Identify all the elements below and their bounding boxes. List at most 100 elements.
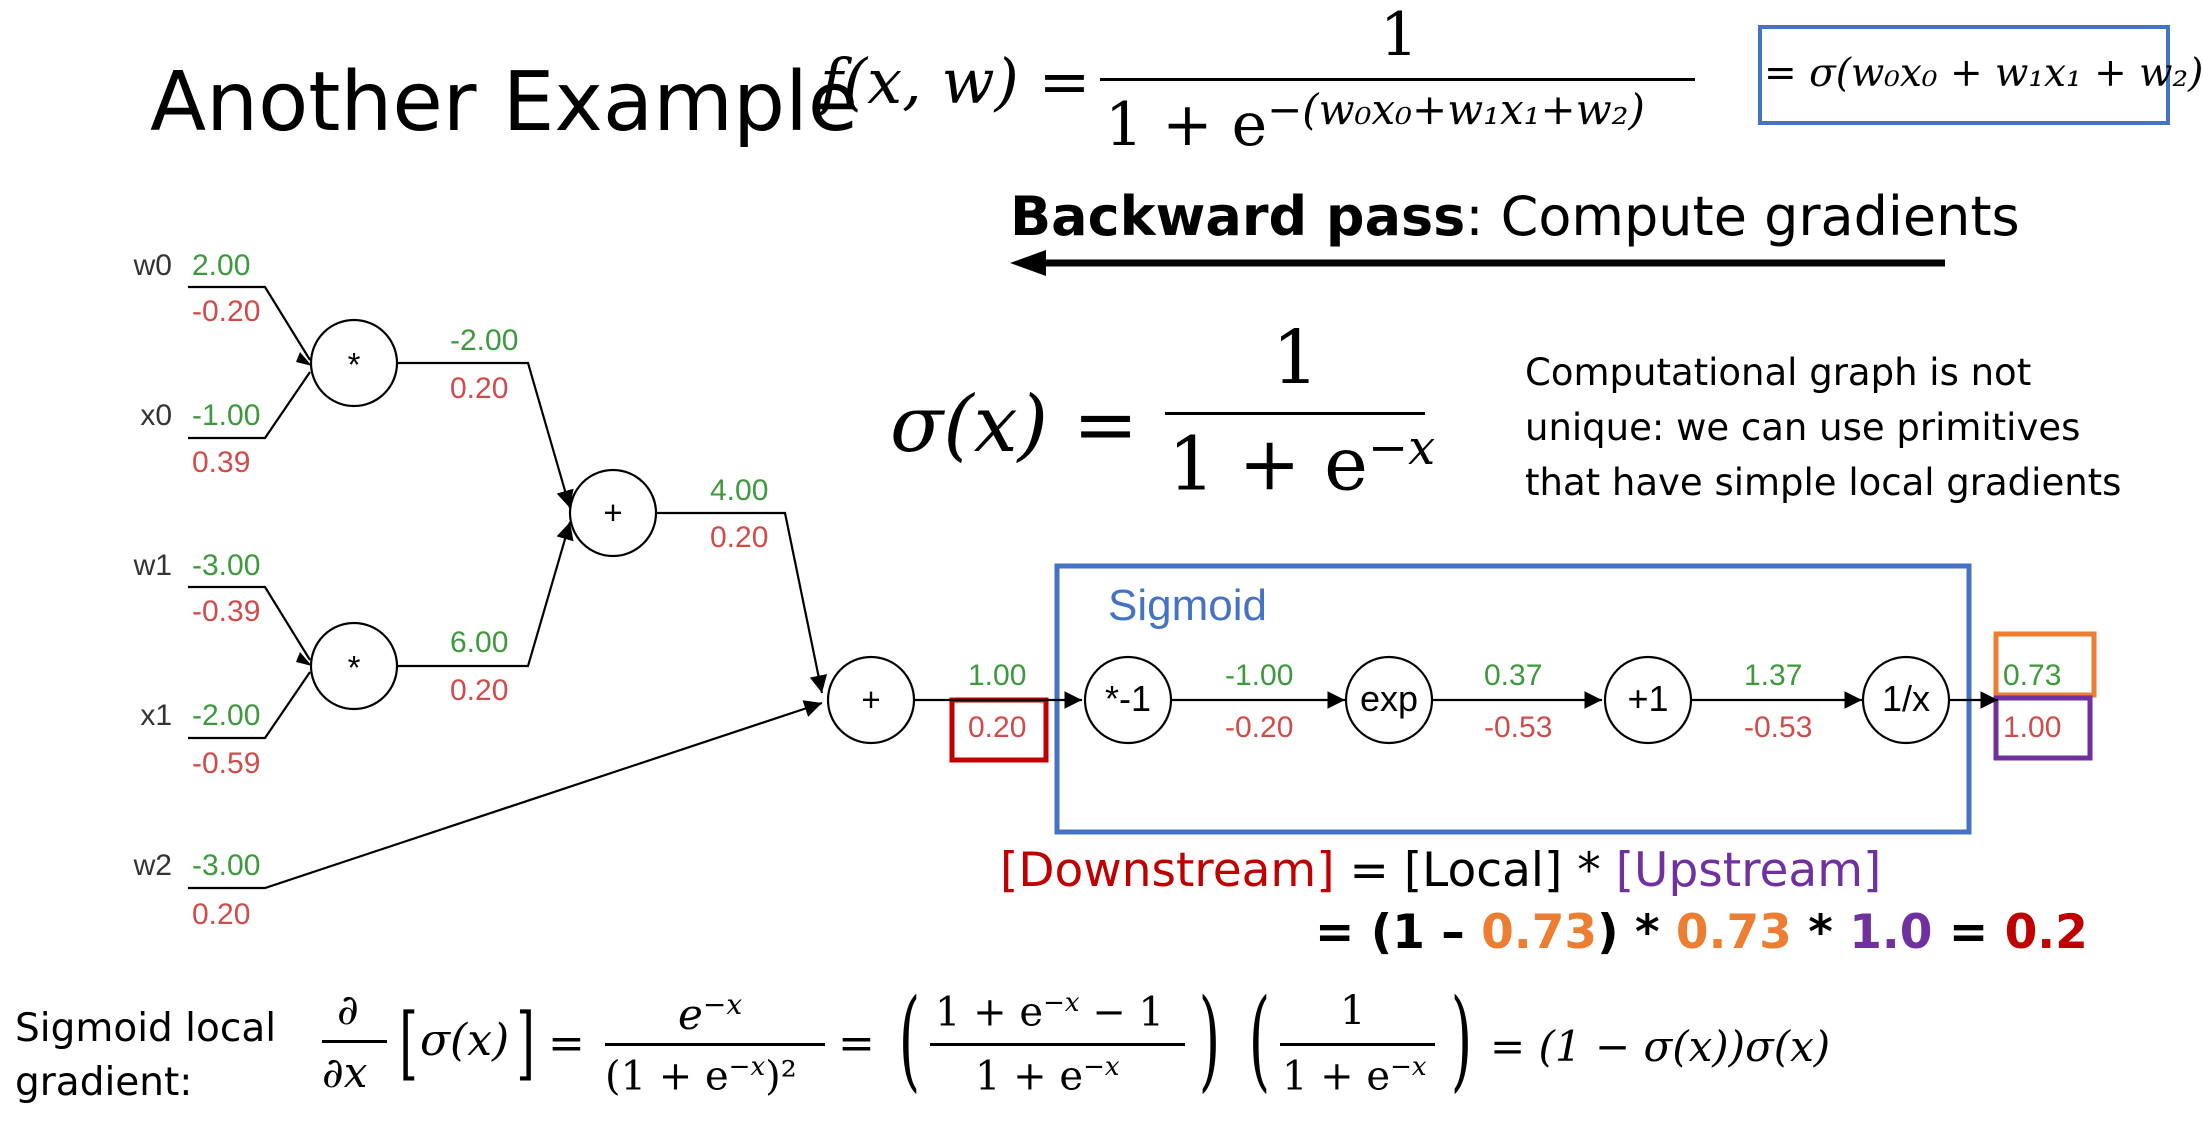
deriv-frac2-num-exp: −x bbox=[1043, 988, 1080, 1018]
input-grad-w0: -0.20 bbox=[192, 295, 260, 328]
chain-rule-line-2: = (1 – 0.73) * 0.73 * 1.0 = 0.2 bbox=[1315, 905, 2088, 960]
deriv-d-num: ∂ bbox=[337, 985, 359, 1034]
deriv-frac1-den-tail: )² bbox=[765, 1053, 797, 1100]
purple-highlight-box bbox=[1993, 695, 2093, 761]
deriv-frac2-den: 1 + e−x bbox=[975, 1052, 1120, 1099]
deriv-frac3-num: 1 bbox=[1340, 988, 1366, 1034]
note-line-1: Computational graph is not bbox=[1525, 351, 2032, 394]
backward-arrow-icon bbox=[1010, 250, 1945, 276]
node-mul1-label: * bbox=[348, 649, 361, 686]
slide-title: Another Example bbox=[150, 55, 859, 150]
node-mul1 bbox=[309, 621, 399, 711]
node-add1 bbox=[826, 655, 916, 745]
input-grad-w1: -0.39 bbox=[192, 595, 260, 628]
node-recip-label: 1/x bbox=[1882, 678, 1930, 719]
top-formula-denominator: 1 + e−(w₀x₀+w₁x₁+w₂) bbox=[1105, 85, 1645, 160]
deriv-frac2-num-tail: − 1 bbox=[1079, 989, 1164, 1036]
node-add0-label: + bbox=[603, 494, 622, 531]
deriv-frac2-den-base: 1 + e bbox=[975, 1053, 1084, 1100]
edge-value-neg: -1.00 bbox=[1225, 659, 1293, 692]
deriv-frac3-den-exp: −x bbox=[1390, 1052, 1427, 1082]
eq2-value-3: 1.0 bbox=[1849, 905, 1933, 960]
sigmoid-local-label-line-1: Sigmoid local bbox=[15, 1006, 277, 1051]
eq2-part-3: * bbox=[1791, 905, 1850, 960]
deriv-frac1-den-exp: −x bbox=[728, 1052, 766, 1082]
input-name-w1: w1 bbox=[133, 549, 172, 582]
wire-mul1-out bbox=[398, 521, 574, 668]
deriv-d-bar bbox=[322, 1040, 387, 1043]
input-value-w1: -3.00 bbox=[192, 549, 260, 582]
input-name-x0: x0 bbox=[140, 399, 172, 432]
sigma-def-exponent: −x bbox=[1367, 420, 1436, 476]
edge-grad-add0: 0.20 bbox=[710, 521, 768, 554]
top-formula-exponent: −(w₀x₀+w₁x₁+w₂) bbox=[1267, 85, 1645, 134]
backward-pass-header: Backward pass: Compute gradients bbox=[1010, 185, 2020, 248]
eq-local: [Local] bbox=[1403, 843, 1563, 898]
deriv-frac3-den: 1 + e−x bbox=[1282, 1052, 1427, 1099]
edge-grad-add1: 0.20 bbox=[968, 711, 1026, 744]
wire-w2 bbox=[188, 700, 823, 890]
node-plus1-label: +1 bbox=[1627, 678, 1668, 719]
edge-value-exp: 0.37 bbox=[1484, 659, 1542, 692]
deriv-frac1-bar bbox=[605, 1043, 825, 1046]
edge-value-add1: 1.00 bbox=[968, 659, 1026, 692]
edge-grad-neg: -0.20 bbox=[1225, 711, 1293, 744]
eq-downstream: [Downstream] bbox=[1000, 843, 1335, 898]
eq2-value-1: 0.73 bbox=[1481, 905, 1598, 960]
input-grad-x0: 0.39 bbox=[192, 446, 250, 479]
node-plus1 bbox=[1603, 655, 1693, 745]
deriv-frac2-num: 1 + e−x − 1 bbox=[935, 988, 1164, 1035]
deriv-frac3-bar bbox=[1280, 1043, 1435, 1046]
node-neg-label: *-1 bbox=[1105, 678, 1151, 719]
sigma-def-denominator-base: 1 + e bbox=[1168, 421, 1368, 508]
deriv-frac1-num-exp: −x bbox=[702, 988, 743, 1021]
eq2-part-2: ) * bbox=[1597, 905, 1676, 960]
arrowhead-mul0-in bbox=[296, 352, 312, 366]
node-recip bbox=[1861, 655, 1951, 745]
deriv-frac2-den-exp: −x bbox=[1083, 1052, 1120, 1082]
edge-grad-mul0: 0.20 bbox=[450, 372, 508, 405]
edge-value-mul0: -2.00 bbox=[450, 324, 518, 357]
input-name-x1: x1 bbox=[140, 699, 172, 732]
eq-equals: = bbox=[1334, 843, 1404, 898]
deriv-frac1-num: e−x bbox=[678, 988, 742, 1039]
input-name-w0: w0 bbox=[133, 249, 172, 282]
deriv-frac1-den-base: (1 + e bbox=[605, 1053, 729, 1100]
input-value-w2: -3.00 bbox=[192, 849, 260, 882]
deriv-eq-1: = bbox=[548, 1018, 585, 1069]
deriv-bracket-left: [ bbox=[399, 996, 418, 1089]
deriv-paren-2-right: ) bbox=[1198, 975, 1221, 1103]
eq2-value-2: 0.73 bbox=[1675, 905, 1792, 960]
sigma-def-lhs: σ(x) = bbox=[890, 380, 1139, 470]
top-formula-lhs: f(x, w) = bbox=[820, 45, 1091, 118]
backward-pass-bold: Backward pass bbox=[1010, 185, 1466, 248]
deriv-frac1-num-base: e bbox=[678, 990, 703, 1039]
edge-grad-recip: 1.00 bbox=[2003, 711, 2061, 744]
top-formula-denominator-base: 1 + e bbox=[1105, 90, 1268, 160]
sigma-def-fraction-bar bbox=[1165, 412, 1425, 415]
node-mul0-label: * bbox=[348, 346, 361, 383]
node-neg bbox=[1083, 655, 1173, 745]
deriv-paren-2-left: ( bbox=[898, 975, 921, 1103]
input-value-x1: -2.00 bbox=[192, 699, 260, 732]
eq2-part-4: = bbox=[1932, 905, 2005, 960]
edge-value-add0: 4.00 bbox=[710, 474, 768, 507]
node-mul0 bbox=[309, 318, 399, 408]
deriv-d-den: ∂x bbox=[322, 1048, 368, 1097]
deriv-frac2-num-base: 1 + e bbox=[935, 989, 1044, 1036]
wire-mul0-out bbox=[398, 361, 574, 509]
top-formula-boxed-text: = σ(w₀x₀ + w₁x₁ + w₂) bbox=[1764, 51, 2203, 96]
edge-value-recip: 0.73 bbox=[2003, 659, 2061, 692]
input-grad-x1: -0.59 bbox=[192, 747, 260, 780]
edge-value-plus1: 1.37 bbox=[1744, 659, 1802, 692]
arrowhead-mul1-in bbox=[296, 652, 312, 666]
note-line-2: unique: we can use primitives bbox=[1525, 406, 2081, 449]
input-grad-w2: 0.20 bbox=[192, 898, 250, 931]
wire-w0 bbox=[188, 285, 311, 361]
edge-grad-mul1: 0.20 bbox=[450, 674, 508, 707]
deriv-bracket-content: σ(x) bbox=[420, 1015, 510, 1066]
sigmoid-local-label-line-2: gradient: bbox=[15, 1060, 193, 1105]
wire-add0-out bbox=[657, 511, 828, 694]
eq-upstream: [Upstream] bbox=[1615, 843, 1882, 898]
